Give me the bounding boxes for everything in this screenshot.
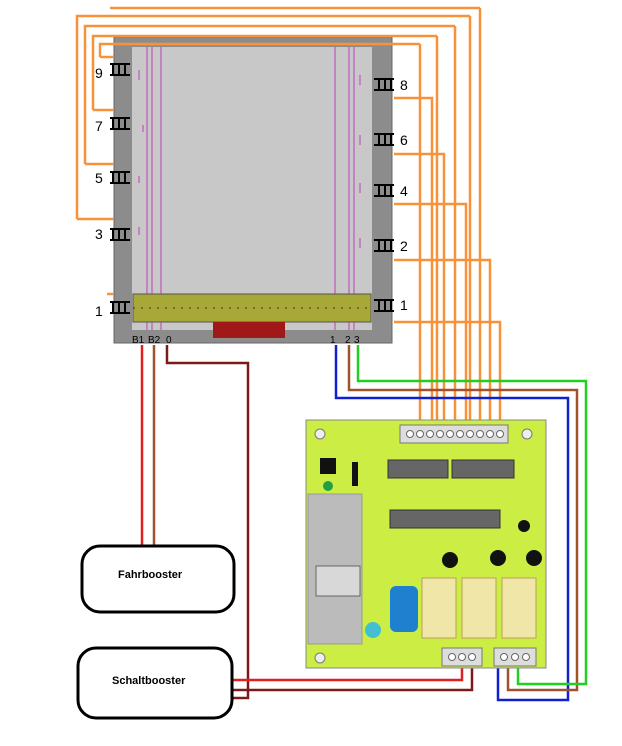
vreg: [352, 462, 358, 486]
track-panel: 9 7 5 3 1 8 6 4 2 1 B1 B2 0 1 2 3: [95, 36, 408, 346]
terminal-0-label: 0: [166, 335, 172, 346]
mount-hole-tl: [314, 428, 326, 440]
relay-2: [461, 577, 497, 639]
transistor-1: [442, 552, 458, 568]
left-track-number-3: 3: [95, 226, 103, 242]
blue-capacitor: [390, 586, 418, 632]
cyan-component: [365, 622, 381, 638]
ic-chip-2: [451, 459, 515, 479]
schaltbooster-label: Schaltbooster: [112, 675, 186, 687]
terminal-3-label: 3: [354, 335, 360, 346]
ic-chip-1: [387, 459, 449, 479]
potentiometer: [315, 565, 361, 597]
led-green: [323, 481, 333, 491]
control-wires: [140, 345, 588, 702]
panel-surface: [132, 47, 372, 330]
right-connectors: [374, 78, 394, 312]
schaltbooster-box: [76, 646, 234, 720]
right-track-number-1: 1: [400, 297, 408, 313]
relay-1: [421, 577, 457, 639]
ic-chip-3: [389, 509, 501, 529]
feeder-wires: [75, 6, 502, 425]
transistor-3: [526, 550, 542, 566]
right-track-number-8: 8: [400, 77, 408, 93]
terminal-b1-label: B1: [132, 335, 145, 346]
right-track-number-4: 4: [400, 183, 408, 199]
fahrbooster-label: Fahrbooster: [118, 569, 183, 581]
transistor-4: [518, 520, 530, 532]
panel-tracks: [138, 47, 361, 330]
crystal: [320, 458, 336, 474]
fahrbooster-box: [80, 544, 236, 614]
left-connectors: [110, 63, 130, 314]
terminal-1-label: 1: [330, 335, 336, 346]
olive-strip: [132, 293, 372, 323]
top-terminal-screws: [406, 430, 504, 438]
right-track-number-6: 6: [400, 132, 408, 148]
right-track-number-2: 2: [400, 238, 408, 254]
panel-red-bar: [213, 322, 285, 338]
fahrbooster: Fahrbooster: [80, 544, 236, 614]
bottom-terminal-screws: [448, 653, 530, 661]
left-track-number-5: 5: [95, 170, 103, 186]
terminal-2-label: 2: [345, 335, 351, 346]
terminal-b2-label: B2: [148, 335, 161, 346]
left-track-number-7: 7: [95, 118, 103, 134]
mount-hole-tr: [521, 428, 533, 440]
mount-hole-bl: [314, 652, 326, 664]
relay-3: [501, 577, 537, 639]
left-track-number-1: 1: [95, 303, 103, 319]
control-board: [305, 419, 547, 669]
transistor-2: [490, 550, 506, 566]
left-track-number-9: 9: [95, 65, 103, 81]
schaltbooster: Schaltbooster: [76, 646, 234, 720]
